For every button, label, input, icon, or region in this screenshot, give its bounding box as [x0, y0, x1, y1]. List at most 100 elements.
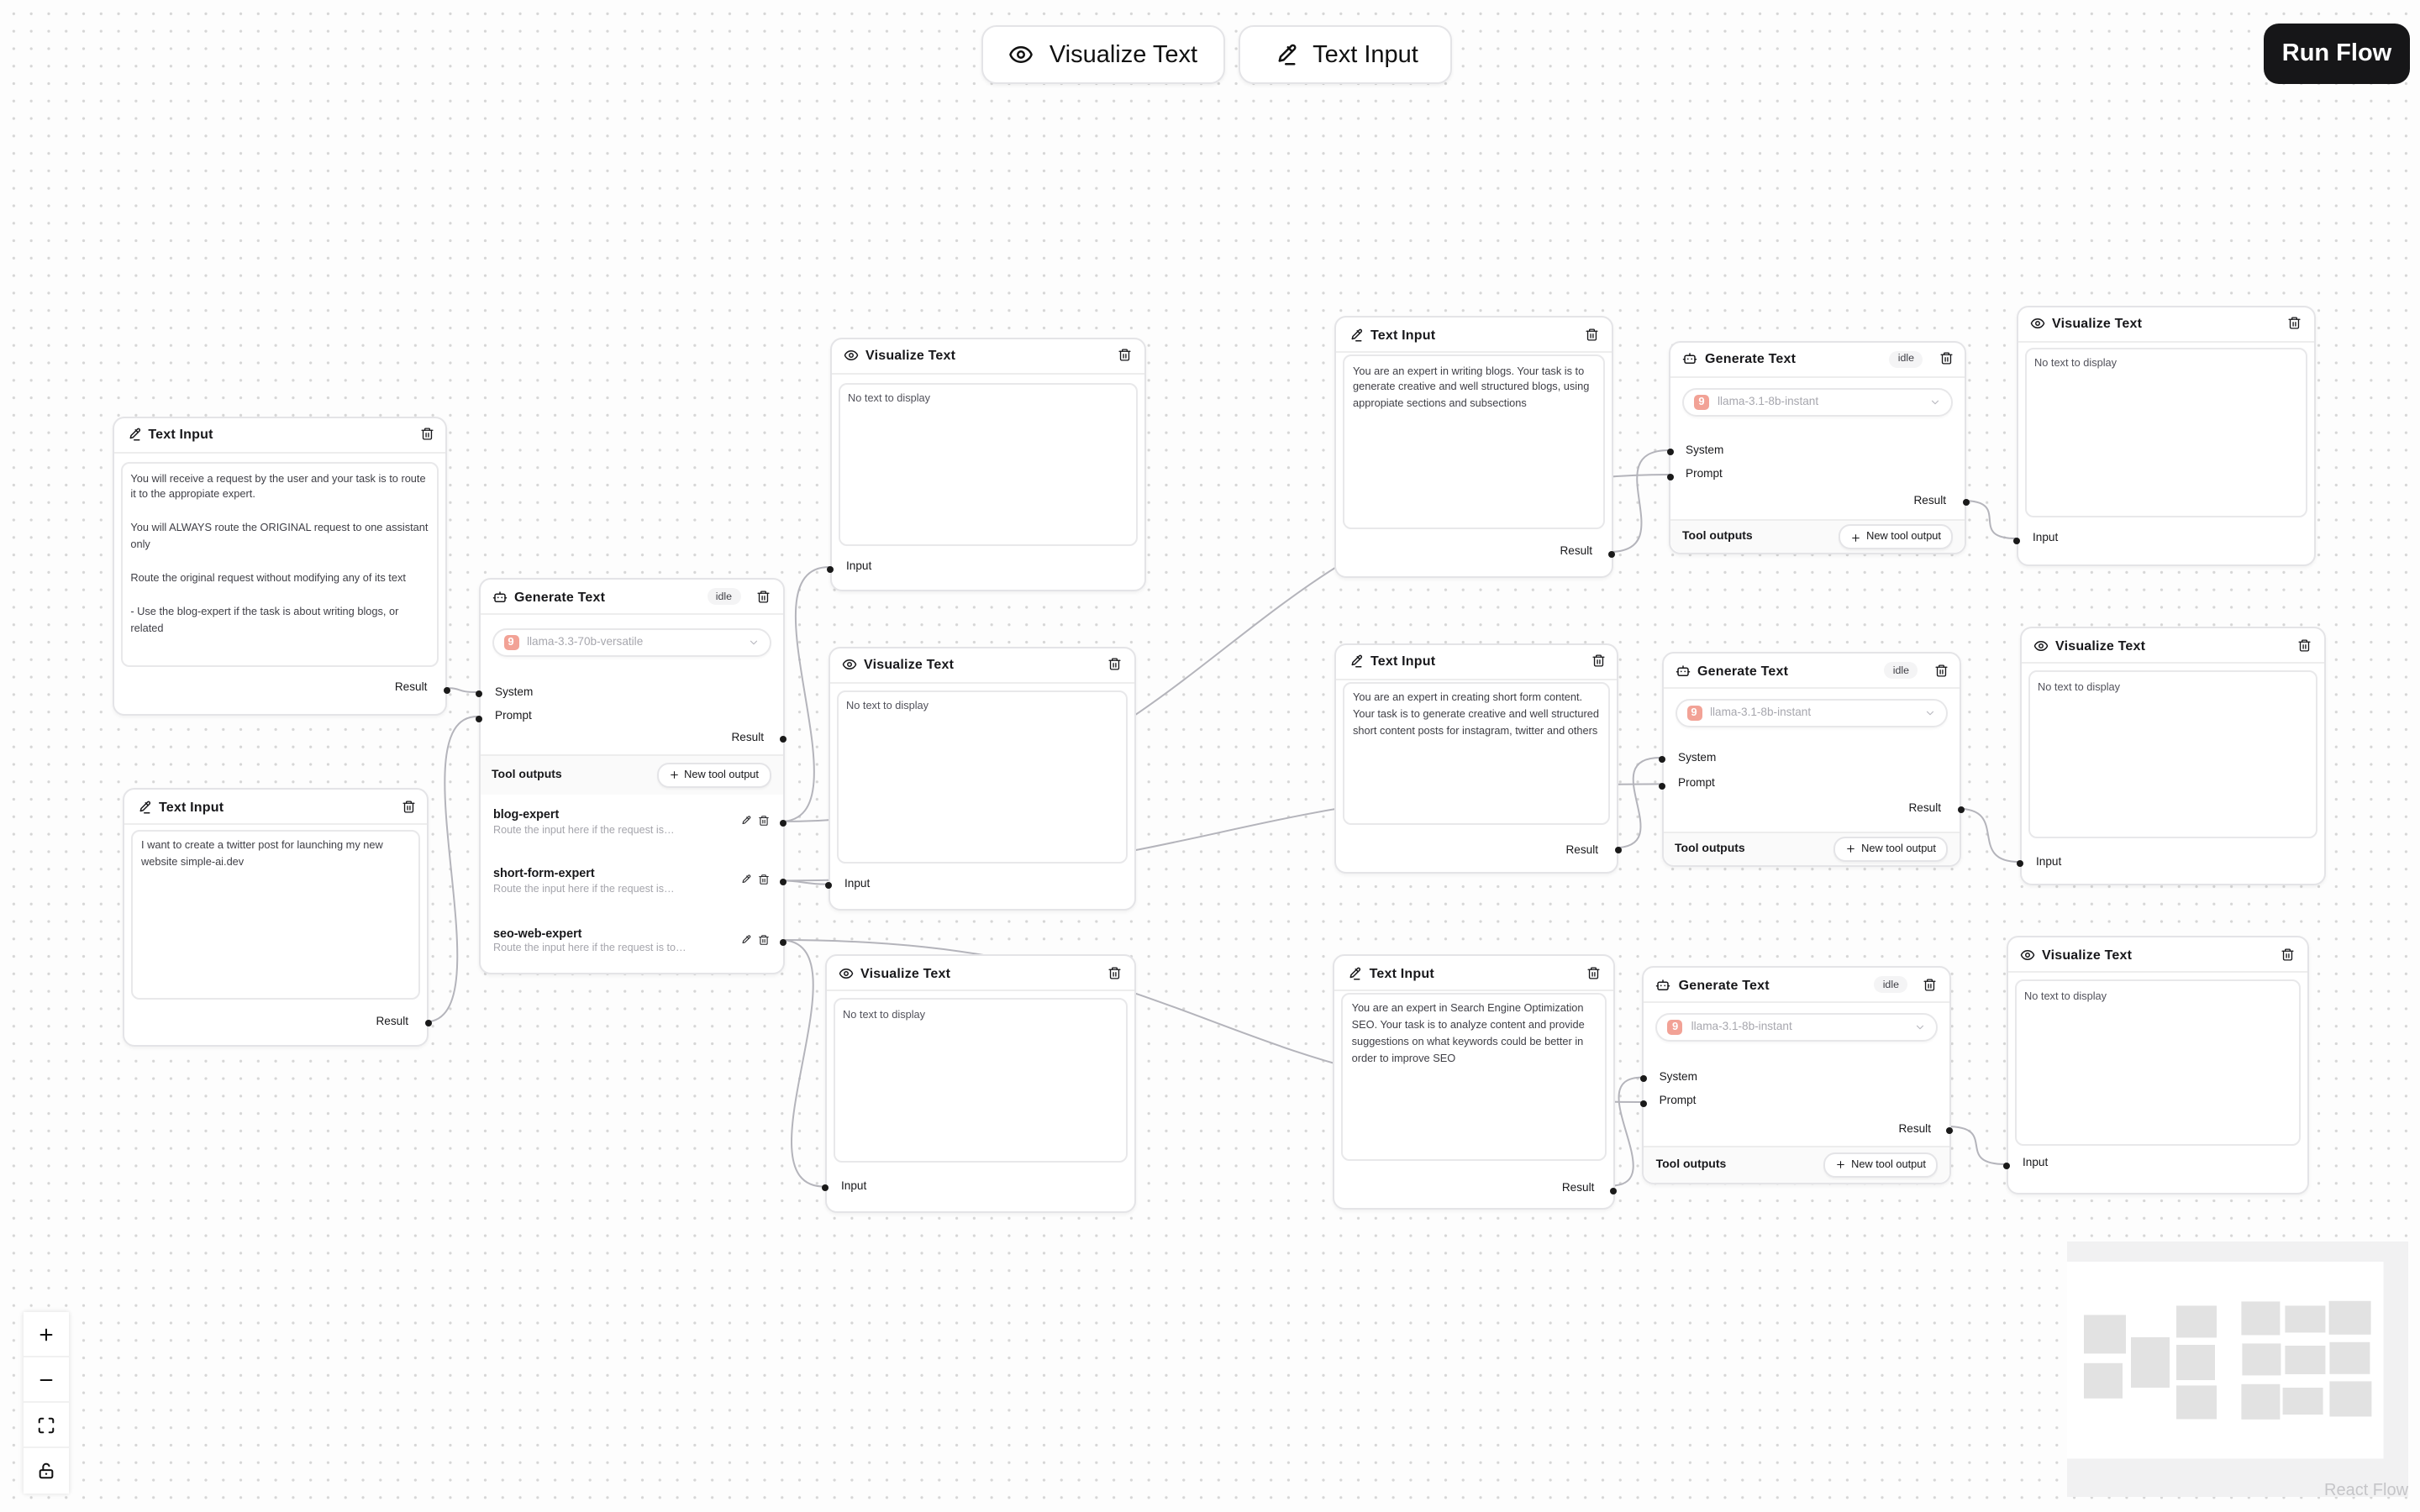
delete-node-icon[interactable] — [1107, 658, 1122, 672]
zoom-out-button[interactable] — [24, 1357, 69, 1403]
edge — [1946, 1126, 2007, 1165]
text-input-field[interactable]: I want to create a twitter post for laun… — [131, 829, 420, 999]
result-handle-label: Result — [1560, 546, 1592, 558]
node-generate-text-short-form[interactable]: Generate Text idle 9 llama-3.1-8b-instan… — [1659, 652, 1964, 867]
delete-node-icon[interactable] — [1585, 328, 1599, 342]
new-tool-output-button[interactable]: New tool output — [656, 762, 771, 787]
chevron-down-icon — [1924, 707, 1936, 719]
result-handle[interactable] — [1946, 1127, 1954, 1135]
text-input-field[interactable]: You are an expert in creating short form… — [1343, 681, 1610, 824]
result-handle[interactable] — [424, 1020, 431, 1027]
delete-node-icon[interactable] — [2297, 638, 2312, 653]
text-input-field[interactable]: You are an expert in Search Engine Optim… — [1341, 992, 1607, 1161]
node-visualize-text-mid-2[interactable]: Visualize Text No text to display Input — [825, 646, 1135, 911]
delete-node-icon[interactable] — [1923, 978, 1938, 992]
delete-node-icon[interactable] — [756, 590, 771, 604]
new-tool-output-button[interactable]: New tool output — [1833, 837, 1948, 862]
model-select[interactable]: 9 llama-3.1-8b-instant — [1655, 1013, 1938, 1042]
model-select[interactable]: 9 llama-3.1-8b-instant — [1675, 699, 1948, 727]
result-handle[interactable] — [1962, 499, 1969, 506]
new-tool-output-button[interactable]: New tool output — [1839, 524, 1953, 550]
node-text-input-user-request[interactable]: Text Input I want to create a twitter po… — [123, 788, 431, 1046]
delete-node-icon[interactable] — [1939, 352, 1953, 366]
input-handle[interactable] — [822, 1184, 829, 1192]
system-handle[interactable] — [1666, 449, 1673, 455]
delete-node-icon[interactable] — [1107, 966, 1122, 980]
add-visualize-text-button[interactable]: Visualize Text — [981, 25, 1225, 84]
result-handle[interactable] — [443, 686, 450, 693]
prompt-handle[interactable] — [1666, 473, 1673, 480]
edit-tool-icon[interactable] — [739, 933, 750, 945]
tool-output-handle-seo-web-expert[interactable] — [780, 938, 786, 945]
result-handle[interactable] — [1610, 1187, 1618, 1194]
text-input-field[interactable]: You are an expert in writing blogs. Your… — [1343, 354, 1604, 528]
delete-node-icon[interactable] — [419, 428, 434, 442]
node-text-input-short-form-system[interactable]: Text Input You are an expert in creating… — [1334, 643, 1621, 874]
node-header: Text Input — [113, 417, 446, 453]
node-generate-text-blog[interactable]: Generate Text idle 9 llama-3.1-8b-instan… — [1666, 340, 1969, 555]
delete-node-icon[interactable] — [2287, 317, 2302, 331]
minimap[interactable] — [2067, 1242, 2408, 1497]
prompt-handle[interactable] — [476, 715, 482, 722]
system-handle[interactable] — [1659, 756, 1665, 763]
delete-tool-icon[interactable] — [757, 874, 769, 885]
node-text-input-router-system[interactable]: Text Input You will receive a request by… — [112, 416, 450, 717]
result-handle[interactable] — [780, 735, 786, 742]
status-badge: idle — [707, 588, 740, 605]
node-text-input-seo-system[interactable]: Text Input You are an expert in Search E… — [1333, 954, 1618, 1209]
input-handle[interactable] — [2013, 537, 2020, 543]
input-handle[interactable] — [825, 882, 832, 890]
tool-output-handle-blog-expert[interactable] — [780, 820, 786, 827]
delete-tool-icon[interactable] — [757, 933, 769, 945]
result-handle[interactable] — [1614, 846, 1621, 853]
tool-output-row: seo-web-expert Route the input here if t… — [493, 925, 739, 954]
delete-node-icon[interactable] — [2281, 948, 2295, 962]
add-text-input-button[interactable]: Text Input — [1239, 25, 1452, 84]
input-handle[interactable] — [2003, 1162, 2010, 1169]
node-visualize-text-right-3[interactable]: Visualize Text No text to display Input — [2003, 936, 2308, 1194]
system-handle[interactable] — [476, 690, 482, 697]
delete-node-icon[interactable] — [1933, 664, 1948, 678]
node-text-input-blog-system[interactable]: Text Input You are an expert in writing … — [1334, 316, 1615, 577]
groq-icon: 9 — [1686, 706, 1702, 721]
delete-node-icon[interactable] — [1586, 966, 1601, 980]
text-display: No text to display — [838, 382, 1137, 545]
zoom-in-button[interactable] — [24, 1312, 69, 1357]
bot-icon — [1682, 351, 1697, 366]
groq-icon: 9 — [1694, 394, 1709, 409]
input-handle[interactable] — [827, 565, 834, 572]
fit-view-button[interactable] — [24, 1403, 69, 1448]
input-handle[interactable] — [2017, 860, 2023, 867]
lock-button[interactable] — [24, 1448, 69, 1494]
run-flow-button[interactable]: Run Flow — [2264, 24, 2410, 84]
result-handle-label: Result — [1908, 802, 1941, 815]
node-visualize-text-right-2[interactable]: Visualize Text No text to display Input — [2017, 627, 2325, 885]
system-handle[interactable] — [1639, 1075, 1647, 1083]
delete-node-icon[interactable] — [1118, 349, 1132, 363]
prompt-handle[interactable] — [1659, 782, 1665, 790]
node-visualize-text-mid-1[interactable]: Visualize Text No text to display Input — [827, 337, 1145, 591]
delete-tool-icon[interactable] — [757, 815, 769, 827]
delete-node-icon[interactable] — [401, 800, 415, 814]
text-display: No text to display — [2028, 670, 2317, 838]
prompt-handle-label: Prompt — [1659, 1095, 1697, 1108]
tool-output-handle-short-form-expert[interactable] — [780, 879, 786, 885]
fit-view-icon — [38, 1416, 55, 1433]
new-tool-output-button[interactable]: New tool output — [1823, 1152, 1938, 1178]
edge — [1610, 1076, 1643, 1187]
result-handle[interactable] — [1957, 806, 1964, 814]
node-header: Visualize Text — [831, 339, 1144, 374]
text-input-field[interactable]: You will receive a request by the user a… — [120, 462, 439, 666]
node-visualize-text-right-1[interactable]: Visualize Text No text to display Input — [2013, 305, 2315, 566]
delete-node-icon[interactable] — [1591, 654, 1605, 669]
node-visualize-text-mid-3[interactable]: Visualize Text No text to display Input — [822, 954, 1135, 1212]
model-select[interactable]: 9 llama-3.1-8b-instant — [1682, 387, 1953, 416]
edit-tool-icon[interactable] — [739, 815, 750, 827]
result-handle[interactable] — [1608, 550, 1615, 557]
node-generate-text-router[interactable]: Generate Text idle 9 llama-3.3-70b-versa… — [476, 578, 786, 974]
model-select[interactable]: 9 llama-3.3-70b-versatile — [492, 628, 771, 657]
edit-tool-icon[interactable] — [739, 874, 750, 885]
prompt-handle[interactable] — [1639, 1100, 1647, 1107]
node-generate-text-seo[interactable]: Generate Text idle 9 llama-3.1-8b-instan… — [1639, 966, 1954, 1184]
